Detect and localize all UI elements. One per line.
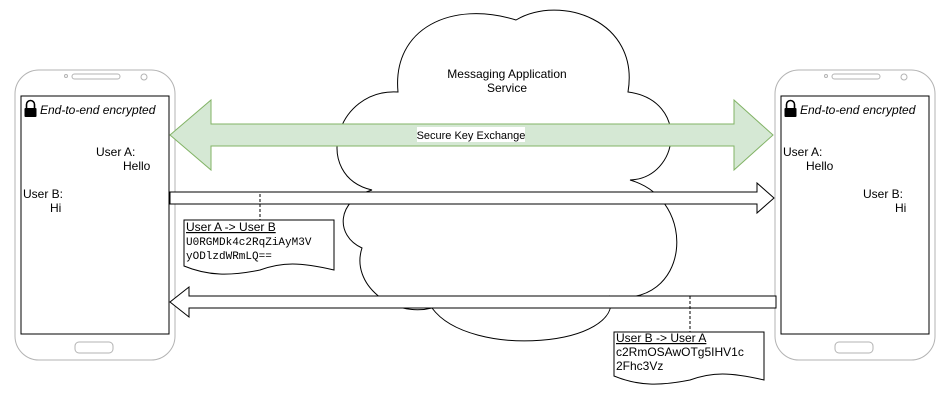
cloud-title-line1: Messaging Application	[447, 67, 566, 81]
right-phone-sensor	[824, 74, 828, 78]
cipher-note-b-to-a: User B -> User A c2RmOSAwOTg5IHV1c 2Fhc3…	[613, 331, 765, 385]
arrow-b-to-a	[169, 285, 777, 319]
cipher-note-b-to-a-line1: c2RmOSAwOTg5IHV1c	[616, 345, 744, 359]
left-phone-header: End-to-end encrypted	[40, 103, 156, 117]
right-msg-a-text: Hello	[806, 159, 834, 173]
left-msg-b-sender: User B:	[23, 187, 63, 201]
arrow-a-to-b	[169, 181, 775, 215]
lock-icon	[784, 99, 797, 117]
right-phone-camera	[900, 73, 908, 81]
left-msg-a-text: Hello	[123, 159, 151, 173]
left-phone-earpiece	[71, 73, 121, 80]
cloud-shape	[336, 9, 678, 342]
cipher-note-b-to-a-line2: 2Fhc3Vz	[616, 359, 663, 373]
left-phone-screen	[20, 95, 170, 335]
cipher-note-b-to-a-shape	[613, 331, 765, 385]
left-phone-home-button[interactable]	[74, 341, 114, 354]
right-phone-header: End-to-end encrypted	[800, 103, 916, 117]
cipher-note-a-to-b-line2: yODlzdWRmLQ==	[186, 251, 272, 263]
lock-icon	[24, 99, 37, 117]
left-msg-a-sender: User A:	[96, 145, 135, 159]
right-phone-earpiece	[831, 73, 881, 80]
right-phone: End-to-end encrypted User A: Hello User …	[774, 69, 936, 361]
right-msg-b-sender: User B:	[863, 187, 903, 201]
cipher-note-a-to-b-title: User A -> User B	[186, 220, 276, 234]
messaging-service-cloud: Messaging Application Service	[336, 9, 678, 342]
left-msg-b-text: Hi	[50, 201, 61, 215]
left-phone-sensor	[64, 74, 68, 78]
cloud-title-line2: Service	[487, 81, 527, 95]
right-phone-screen	[780, 95, 930, 335]
right-msg-a-sender: User A:	[783, 145, 822, 159]
cipher-note-a-to-b: User A -> User B U0RGMDk4c2RqZiAyM3V yOD…	[183, 219, 335, 275]
cipher-note-a-to-b-line1: U0RGMDk4c2RqZiAyM3V	[186, 237, 312, 249]
key-exchange-label-bg	[417, 127, 525, 142]
cipher-note-a-to-b-shape	[183, 219, 335, 275]
left-phone-camera	[140, 73, 148, 81]
key-exchange-label: Secure Key Exchange	[417, 130, 526, 142]
right-phone-home-button[interactable]	[834, 341, 874, 354]
key-exchange-arrow: Secure Key Exchange	[169, 98, 774, 172]
cipher-note-b-to-a-title: User B -> User A	[616, 331, 706, 345]
right-msg-b-text: Hi	[895, 201, 906, 215]
left-phone: End-to-end encrypted User A: Hello User …	[14, 69, 176, 361]
